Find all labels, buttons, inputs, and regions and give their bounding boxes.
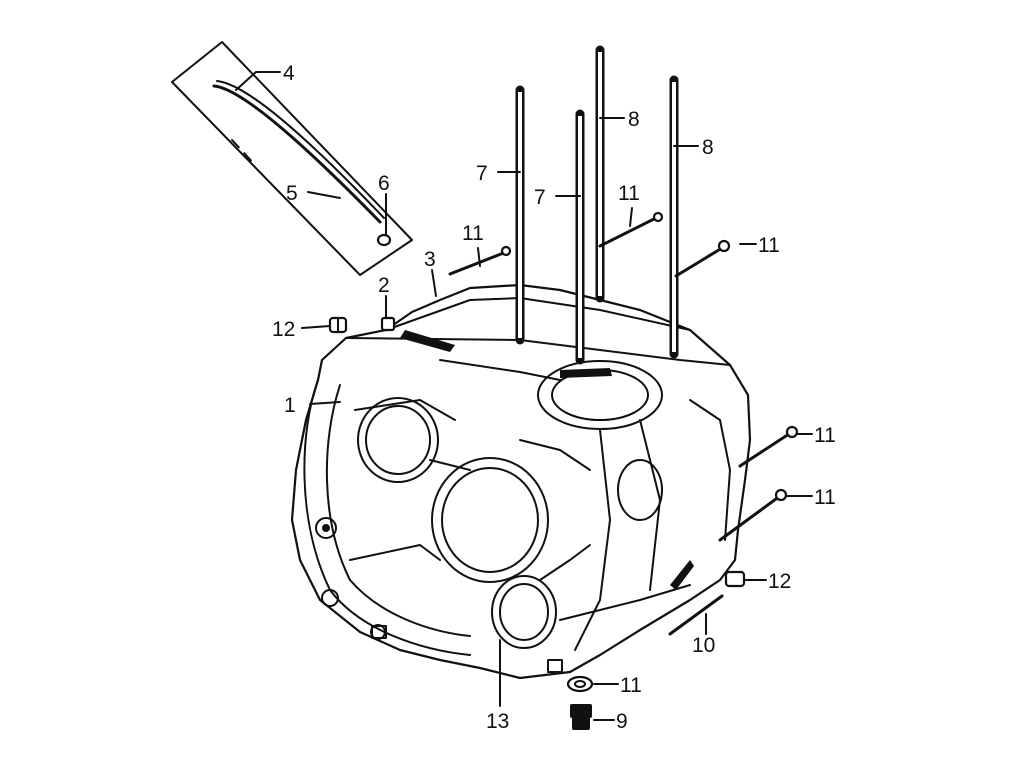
- callout-8-left: 8: [628, 108, 640, 131]
- dowel-2: [380, 316, 396, 332]
- callout-10: 10: [692, 634, 715, 657]
- bolt-11-upper-left: [448, 245, 512, 276]
- callout-5: 5: [286, 182, 298, 205]
- gasket-strip-part: [212, 84, 382, 224]
- dowel-12-right: [724, 570, 746, 588]
- callout-11-upper-left: 11: [462, 222, 484, 245]
- crank-bore: [431, 457, 549, 583]
- callout-11-bottom: 11: [620, 674, 642, 697]
- left-bore: [357, 397, 439, 483]
- bolt-11-upper-right: [674, 239, 731, 278]
- bolt-11-upper-mid: [598, 211, 664, 248]
- lower-bore: [491, 575, 557, 649]
- callout-11-right-lower: 11: [814, 486, 836, 509]
- bolt-10: [668, 594, 724, 636]
- callout-12-left: 12: [272, 318, 295, 341]
- o-ring-part: [376, 233, 392, 247]
- callout-3: 3: [424, 248, 436, 271]
- bolt-11-right-upper: [738, 425, 799, 468]
- callout-8-right: 8: [702, 136, 714, 159]
- callout-11-upper-right: 11: [758, 234, 780, 257]
- callout-2: 2: [378, 274, 390, 297]
- callout-11-right-upper: 11: [814, 424, 836, 447]
- callout-1: 1: [284, 394, 296, 417]
- crankcase-body: [290, 283, 752, 680]
- callout-13: 13: [486, 710, 509, 733]
- callout-12-right: 12: [768, 570, 791, 593]
- callout-7-right: 7: [534, 186, 546, 209]
- callout-4: 4: [283, 62, 295, 85]
- drain-plug-9: [570, 704, 592, 730]
- bolt-11-right-lower: [718, 488, 788, 542]
- callout-6: 6: [378, 172, 390, 195]
- callout-labels: 4 5 6 1 2 3 12 7 7 8 8 11 11 11 11 11 12…: [272, 62, 836, 733]
- leader-lines: [235, 71, 813, 721]
- dowel-12-left: [328, 316, 348, 334]
- washer-11-bottom: [566, 675, 594, 693]
- callout-11-upper-mid: 11: [618, 182, 640, 205]
- callout-7-left: 7: [476, 162, 488, 185]
- callout-9: 9: [616, 710, 628, 733]
- dipstick-inset: [171, 41, 413, 276]
